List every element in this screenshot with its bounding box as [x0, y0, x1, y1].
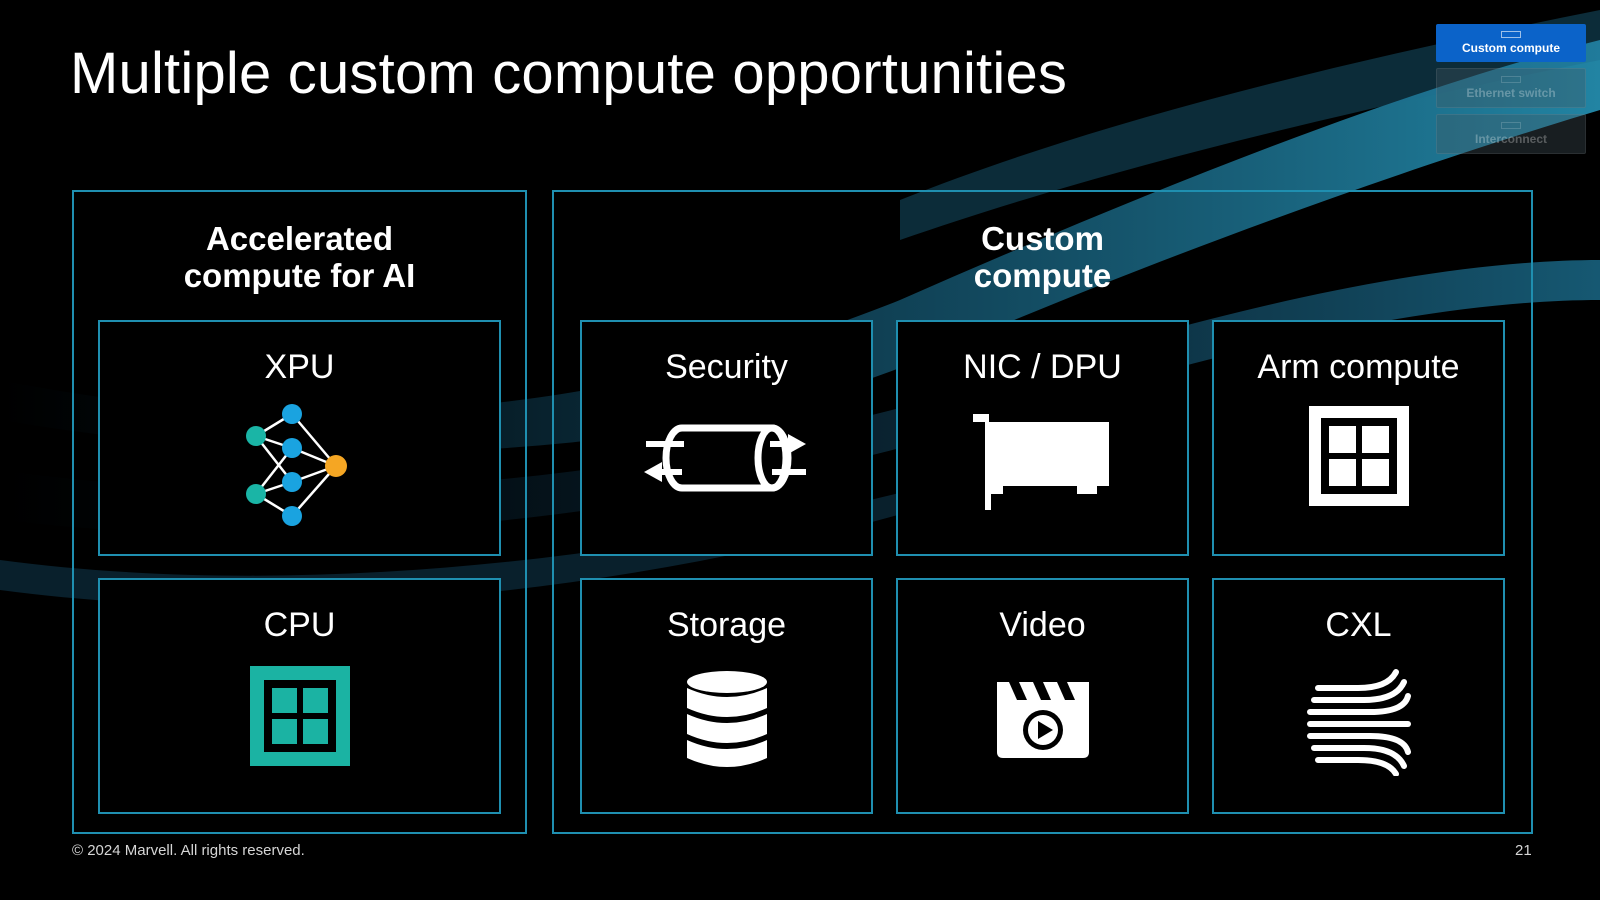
tile-nic-dpu: NIC / DPU: [896, 320, 1189, 556]
section-nav: Custom compute Ethernet switch Interconn…: [1436, 24, 1586, 160]
tile-label: NIC / DPU: [963, 348, 1122, 386]
tile-xpu: XPU: [98, 320, 501, 556]
network-card-icon: [972, 414, 1109, 510]
nav-tab-label: Ethernet switch: [1466, 86, 1556, 100]
tile-label: Arm compute: [1257, 348, 1460, 386]
tile-cpu: CPU: [98, 578, 501, 814]
tile-video: Video: [896, 578, 1189, 814]
panel-title: Accelerated compute for AI: [74, 220, 525, 294]
tile-label: Storage: [666, 606, 787, 644]
cpu-chip-icon: [249, 666, 350, 766]
neural-network-icon: [245, 404, 347, 526]
panel-title: Custom compute: [554, 220, 1531, 294]
nav-tab-label: Custom compute: [1461, 41, 1560, 55]
database-icon: [686, 671, 767, 767]
accelerated-compute-panel: Accelerated compute for AI XPU: [72, 190, 527, 834]
marvell-logo-icon: [1501, 31, 1521, 38]
nav-tab-label: Interconnect: [1474, 132, 1547, 146]
marvell-logo-icon: [1501, 122, 1521, 129]
tile-arm-compute: Arm compute: [1212, 320, 1505, 556]
secure-tunnel-icon: [643, 424, 806, 492]
tile-label: CXL: [1325, 606, 1392, 644]
tile-label: CPU: [263, 606, 336, 644]
video-clapper-icon: [996, 682, 1089, 758]
tile-security: Security: [580, 320, 873, 556]
copyright-text: © 2024 Marvell. All rights reserved.: [72, 842, 305, 859]
panel-title-line: compute for AI: [183, 257, 416, 294]
nav-tab-custom-compute[interactable]: Custom compute: [1436, 24, 1586, 62]
nav-tab-interconnect[interactable]: Interconnect: [1436, 114, 1586, 154]
panel-title-line: Accelerated: [205, 220, 394, 257]
panel-title-line: compute: [973, 257, 1112, 294]
nav-tab-ethernet-switch[interactable]: Ethernet switch: [1436, 68, 1586, 108]
slide-title: Multiple custom compute opportunities: [70, 41, 1068, 106]
tile-label: XPU: [264, 348, 335, 386]
custom-compute-panel: Custom compute Security NIC / DPU: [552, 190, 1533, 834]
marvell-logo-icon: [1501, 76, 1521, 83]
arm-chip-icon: [1308, 406, 1409, 506]
tile-cxl: CXL: [1212, 578, 1505, 814]
tile-label: Video: [999, 606, 1086, 644]
panel-title-line: Custom: [981, 220, 1104, 257]
tile-label: Security: [665, 348, 788, 386]
cxl-lines-icon: [1306, 669, 1411, 776]
tile-storage: Storage: [580, 578, 873, 814]
page-number: 21: [1515, 842, 1532, 859]
